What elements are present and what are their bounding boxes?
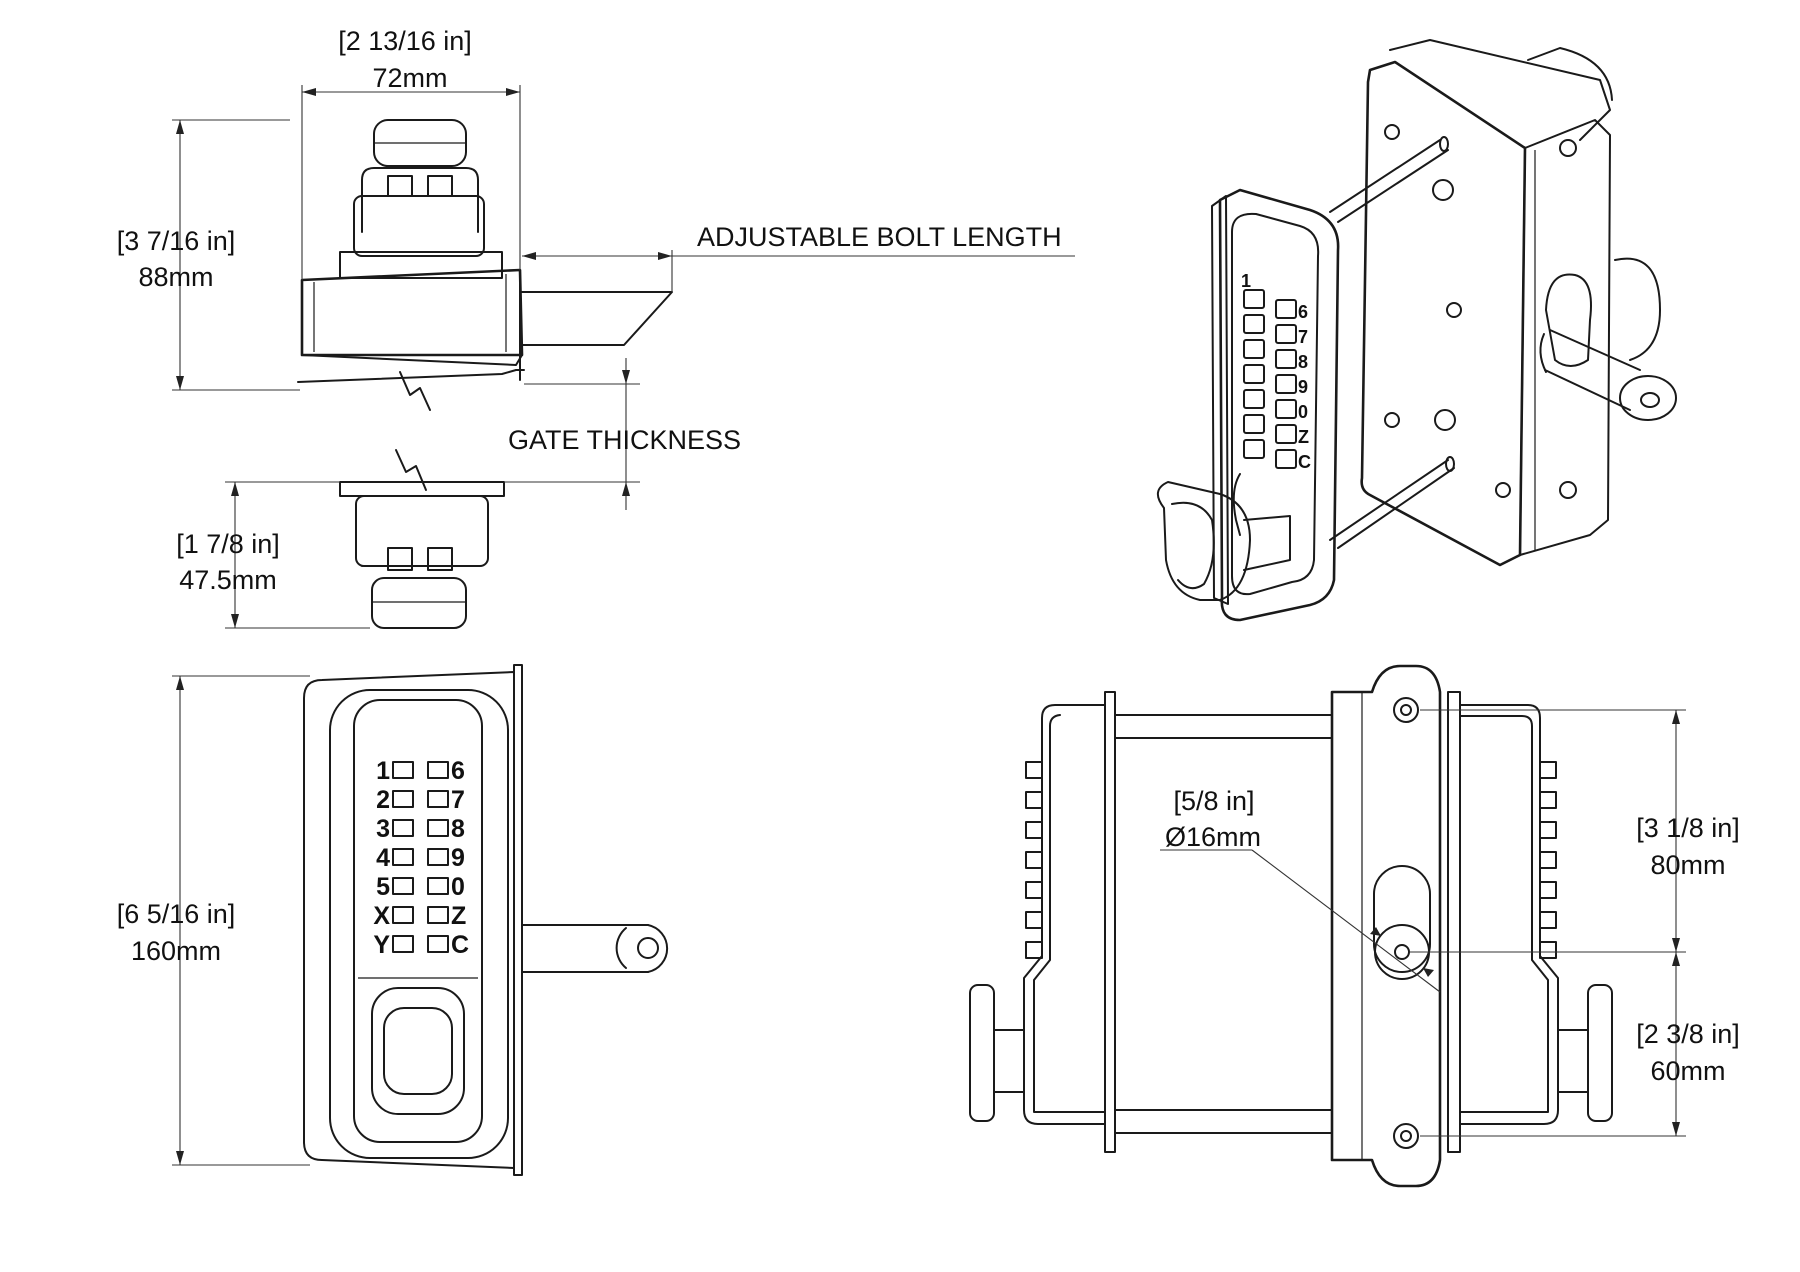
key-label-z: Z bbox=[451, 902, 466, 930]
bottom-view bbox=[339, 449, 505, 629]
iso-key-label-c: C bbox=[1298, 452, 1311, 472]
bolt-diameter-mm-label: Ø16mm bbox=[1165, 822, 1261, 852]
top-view bbox=[297, 119, 673, 411]
front-view: 1 2 3 4 5 X Y 6 7 8 9 0 Z C bbox=[303, 664, 669, 1176]
iso-key-label-9: 9 bbox=[1298, 377, 1308, 397]
front-keypad: 1 2 3 4 5 X Y 6 7 8 9 0 Z C bbox=[373, 757, 469, 959]
key-label-c: C bbox=[451, 931, 469, 959]
key-label-8: 8 bbox=[451, 815, 465, 843]
key-label-0: 0 bbox=[451, 873, 465, 901]
upper-offset-in-label: [3 1/8 in] bbox=[1636, 813, 1740, 843]
bottom-height-in-label: [1 7/8 in] bbox=[176, 529, 280, 559]
lower-offset-mm-label: 60mm bbox=[1650, 1056, 1725, 1086]
key-label-3: 3 bbox=[376, 815, 390, 843]
top-width-mm-label: 72mm bbox=[372, 63, 447, 93]
isometric-view: 1 6 7 8 9 0 Z C bbox=[1157, 39, 1677, 622]
upper-offset-mm-label: 80mm bbox=[1650, 850, 1725, 880]
key-label-x: X bbox=[373, 902, 390, 930]
key-label-2: 2 bbox=[376, 786, 390, 814]
top-height-in-label: [3 7/16 in] bbox=[117, 226, 236, 256]
bottom-height-mm-label: 47.5mm bbox=[179, 565, 277, 595]
lower-offset-in-label: [2 3/8 in] bbox=[1636, 1019, 1740, 1049]
key-label-1: 1 bbox=[376, 757, 390, 785]
iso-key-label-1: 1 bbox=[1241, 271, 1251, 291]
top-height-mm-label: 88mm bbox=[138, 262, 213, 292]
side-view bbox=[969, 664, 1613, 1188]
adjustable-bolt-length-label: ADJUSTABLE BOLT LENGTH bbox=[697, 222, 1062, 252]
iso-key-label-0: 0 bbox=[1298, 402, 1308, 422]
key-label-y: Y bbox=[373, 931, 390, 959]
iso-key-label-6: 6 bbox=[1298, 302, 1308, 322]
iso-keypad: 1 6 7 8 9 0 Z C bbox=[1241, 271, 1311, 472]
top-width-in-label: [2 13/16 in] bbox=[338, 26, 472, 56]
iso-key-label-8: 8 bbox=[1298, 352, 1308, 372]
key-label-6: 6 bbox=[451, 757, 465, 785]
dimension-lines bbox=[172, 85, 1686, 1166]
key-label-9: 9 bbox=[451, 844, 465, 872]
iso-key-label-z: Z bbox=[1298, 427, 1309, 447]
bolt-diameter-in-label: [5/8 in] bbox=[1173, 786, 1254, 816]
iso-key-label-7: 7 bbox=[1298, 327, 1308, 347]
key-label-5: 5 bbox=[376, 873, 390, 901]
front-height-mm-label: 160mm bbox=[131, 936, 221, 966]
dimension-labels: [2 13/16 in] 72mm [3 7/16 in] 88mm ADJUS… bbox=[117, 26, 1740, 1086]
gate-thickness-label: GATE THICKNESS bbox=[508, 425, 741, 455]
front-height-in-label: [6 5/16 in] bbox=[117, 899, 236, 929]
key-label-4: 4 bbox=[376, 844, 390, 872]
key-label-7: 7 bbox=[451, 786, 465, 814]
